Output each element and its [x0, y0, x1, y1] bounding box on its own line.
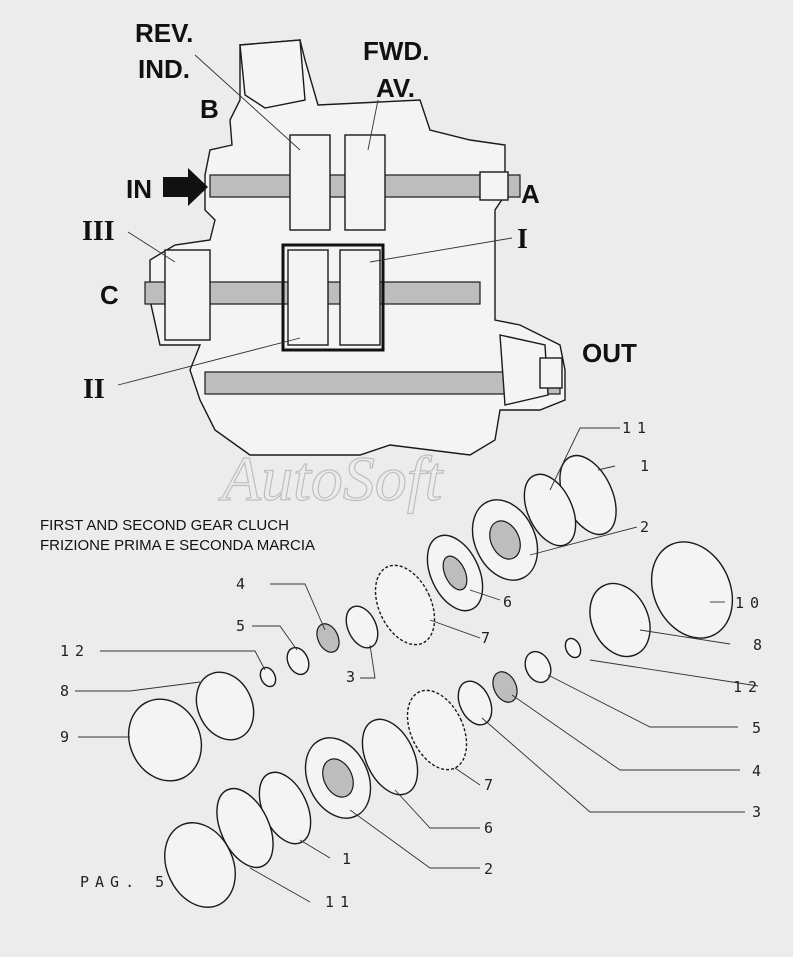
- callout-6-top: 6: [503, 593, 518, 611]
- part-8-right: [589, 582, 651, 658]
- part-4-right: [492, 671, 518, 703]
- part-9: [127, 698, 203, 782]
- part-7-top: [374, 564, 436, 646]
- label-in: IN: [126, 174, 152, 204]
- part-5-top: [286, 646, 310, 676]
- callout-5-right: 5: [752, 719, 767, 737]
- watermark: AutoSoft: [218, 443, 445, 514]
- callout-11-bottom: 11: [325, 893, 355, 911]
- exploded-parts: [127, 454, 734, 908]
- part-8-left: [195, 671, 255, 741]
- caption-line-1: FIRST AND SECOND GEAR CLUCH: [40, 517, 289, 534]
- label-out: OUT: [582, 338, 637, 368]
- callout-5-left: 5: [236, 617, 251, 635]
- callout-leaders: [75, 427, 759, 903]
- part-12-right: [564, 637, 582, 659]
- callout-10: 10: [735, 594, 765, 612]
- callout-1-bottom: 1: [342, 850, 357, 868]
- callout-2-top: 2: [640, 518, 655, 536]
- callout-9: 9: [60, 728, 75, 746]
- part-3-top: [345, 605, 379, 649]
- label-iii: III: [82, 216, 115, 247]
- label-av: AV.: [376, 73, 415, 103]
- label-fwd: FWD.: [363, 36, 429, 66]
- label-a: A: [521, 179, 540, 209]
- callout-6-bottom: 6: [484, 819, 499, 837]
- part-1-top: [523, 473, 577, 547]
- callout-4-right: 4: [752, 762, 767, 780]
- part-pag5-housing: [164, 822, 236, 908]
- label-ind: IND.: [138, 54, 190, 84]
- callout-8-right: 8: [753, 636, 768, 654]
- callout-7-bottom: 7: [484, 776, 499, 794]
- part-7-bottom: [406, 689, 468, 771]
- part-12-left: [259, 666, 277, 688]
- callout-11-top: 11: [622, 419, 652, 437]
- callout-numbers: 11 1 2 10 6 8 7 12 5 4 3 4 5 12 3 8 9 7 …: [60, 419, 768, 911]
- part-4-top: [316, 623, 340, 653]
- input-arrow-icon: [163, 168, 208, 206]
- part-5-right: [524, 650, 552, 684]
- label-b: B: [200, 94, 219, 124]
- callout-7-top: 7: [481, 629, 496, 647]
- caption-line-2: FRIZIONE PRIMA E SECONDA MARCIA: [40, 537, 315, 554]
- label-c: C: [100, 280, 119, 310]
- callout-1-top: 1: [640, 457, 655, 475]
- part-11-bottom: [216, 787, 274, 869]
- label-ii: II: [83, 374, 105, 405]
- callout-2-bottom: 2: [484, 860, 499, 878]
- callout-8-left: 8: [60, 682, 75, 700]
- label-rev: REV.: [135, 18, 193, 48]
- callout-12-left: 12: [60, 642, 90, 660]
- page-reference: PAG. 5: [80, 873, 170, 891]
- part-6-bottom: [361, 718, 419, 796]
- callout-3-right: 3: [752, 803, 767, 821]
- transmission-section: [144, 39, 566, 456]
- label-i: I: [517, 224, 528, 255]
- callout-12-right: 12: [733, 678, 763, 696]
- callout-4-left: 4: [236, 575, 251, 593]
- part-3-right: [457, 680, 493, 726]
- callout-3-left: 3: [346, 668, 361, 686]
- part-10: [650, 541, 734, 639]
